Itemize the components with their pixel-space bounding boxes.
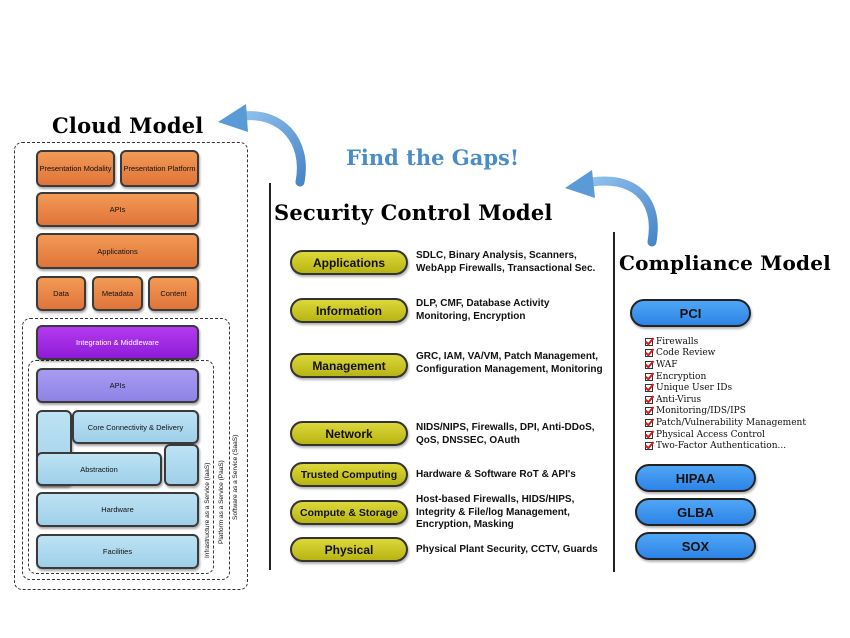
left-divider (269, 183, 271, 570)
list-item: Code Review (645, 348, 806, 360)
control-physical-desc: Physical Plant Security, CCTV, Guards (416, 544, 598, 555)
list-item: Two-Factor Authentication... (645, 440, 806, 452)
list-item: Patch/Vulnerability Management (645, 417, 806, 429)
list-item: Monitoring/IDS/IPS (645, 406, 806, 418)
control-trusted-computing-pill: Trusted Computing (290, 462, 408, 487)
control-compute-storage-pill: Compute & Storage (290, 500, 408, 525)
control-management-pill: Management (290, 353, 408, 378)
list-item: WAF (645, 359, 806, 371)
glba-pill: GLBA (635, 498, 756, 526)
facilities-box: Facilities (36, 534, 199, 569)
control-applications-pill: Applications (290, 250, 408, 275)
presentation-modality-box: Presentation Modality (36, 150, 115, 187)
saas-boundary (14, 142, 248, 590)
checkbox-checked-icon (645, 337, 653, 346)
control-trusted-computing-desc: Hardware & Software RoT & API's (416, 469, 576, 480)
paas-boundary (22, 318, 230, 580)
checkbox-checked-icon (645, 384, 653, 393)
apis-mid-box: APIs (36, 368, 199, 403)
control-network-pill: Network (290, 421, 408, 446)
control-information-desc: DLP, CMF, Database Activity Monitoring, … (416, 298, 550, 322)
checkbox-checked-icon (645, 360, 653, 369)
list-item: Unique User IDs (645, 382, 806, 394)
content-box: Content (148, 276, 199, 311)
control-physical-pill: Physical (290, 537, 408, 562)
checkbox-checked-icon (645, 407, 653, 416)
sox-pill: SOX (635, 532, 756, 560)
pci-pill: PCI (630, 299, 751, 327)
compliance-model-title: Compliance Model (619, 251, 831, 275)
checkbox-checked-icon (645, 349, 653, 358)
applications-box: Applications (36, 233, 199, 269)
integration-middleware-box: Integration & Middleware (36, 325, 199, 360)
arrow-to-cloud-model-icon (218, 104, 306, 187)
security-control-model-title: Security Control Model (274, 200, 553, 225)
checkbox-checked-icon (645, 372, 653, 381)
iaas-boundary (28, 360, 214, 574)
list-item: Anti-Virus (645, 394, 806, 406)
checkbox-checked-icon (645, 430, 653, 439)
paas-label: Platform as a Service (PaaS) (218, 460, 225, 544)
apis-top-box: APIs (36, 192, 199, 227)
core-connectivity-box: Core Connectivity & Delivery (72, 410, 199, 444)
checkbox-checked-icon (645, 442, 653, 451)
list-item: Encryption (645, 371, 806, 383)
list-item: Physical Access Control (645, 429, 806, 441)
control-compute-storage-desc: Host-based Firewalls, HIDS/HIPS, Integri… (416, 494, 575, 530)
saas-label: Software as a Service (SaaS) (232, 434, 239, 520)
hardware-box: Hardware (36, 492, 199, 527)
hipaa-pill: HIPAA (635, 464, 756, 492)
checkbox-checked-icon (645, 418, 653, 427)
list-item: Firewalls (645, 336, 806, 348)
control-management-desc: GRC, IAM, VA/VM, Patch Management, Confi… (416, 351, 603, 375)
right-divider (613, 232, 615, 572)
abstraction-box: Abstraction (36, 452, 162, 486)
checkbox-checked-icon (645, 395, 653, 404)
find-the-gaps-title: Find the Gaps! (346, 145, 520, 170)
control-network-desc: NIDS/NIPS, Firewalls, DPI, Anti-DDoS, Qo… (416, 422, 595, 446)
arrow-to-security-model-icon (565, 170, 658, 247)
control-applications-desc: SDLC, Binary Analysis, Scanners, WebApp … (416, 250, 596, 274)
control-information-pill: Information (290, 298, 408, 323)
presentation-platform-box: Presentation Platform (120, 150, 199, 187)
data-box: Data (36, 276, 86, 311)
pci-requirements-list: Firewalls Code Review WAF Encryption Uni… (645, 336, 806, 452)
iaas-label: Infrastructure as a Service (IaaS) (204, 462, 211, 558)
cloud-model-title: Cloud Model (52, 113, 204, 138)
core-connectivity-right-block (164, 444, 199, 486)
metadata-box: Metadata (92, 276, 143, 311)
